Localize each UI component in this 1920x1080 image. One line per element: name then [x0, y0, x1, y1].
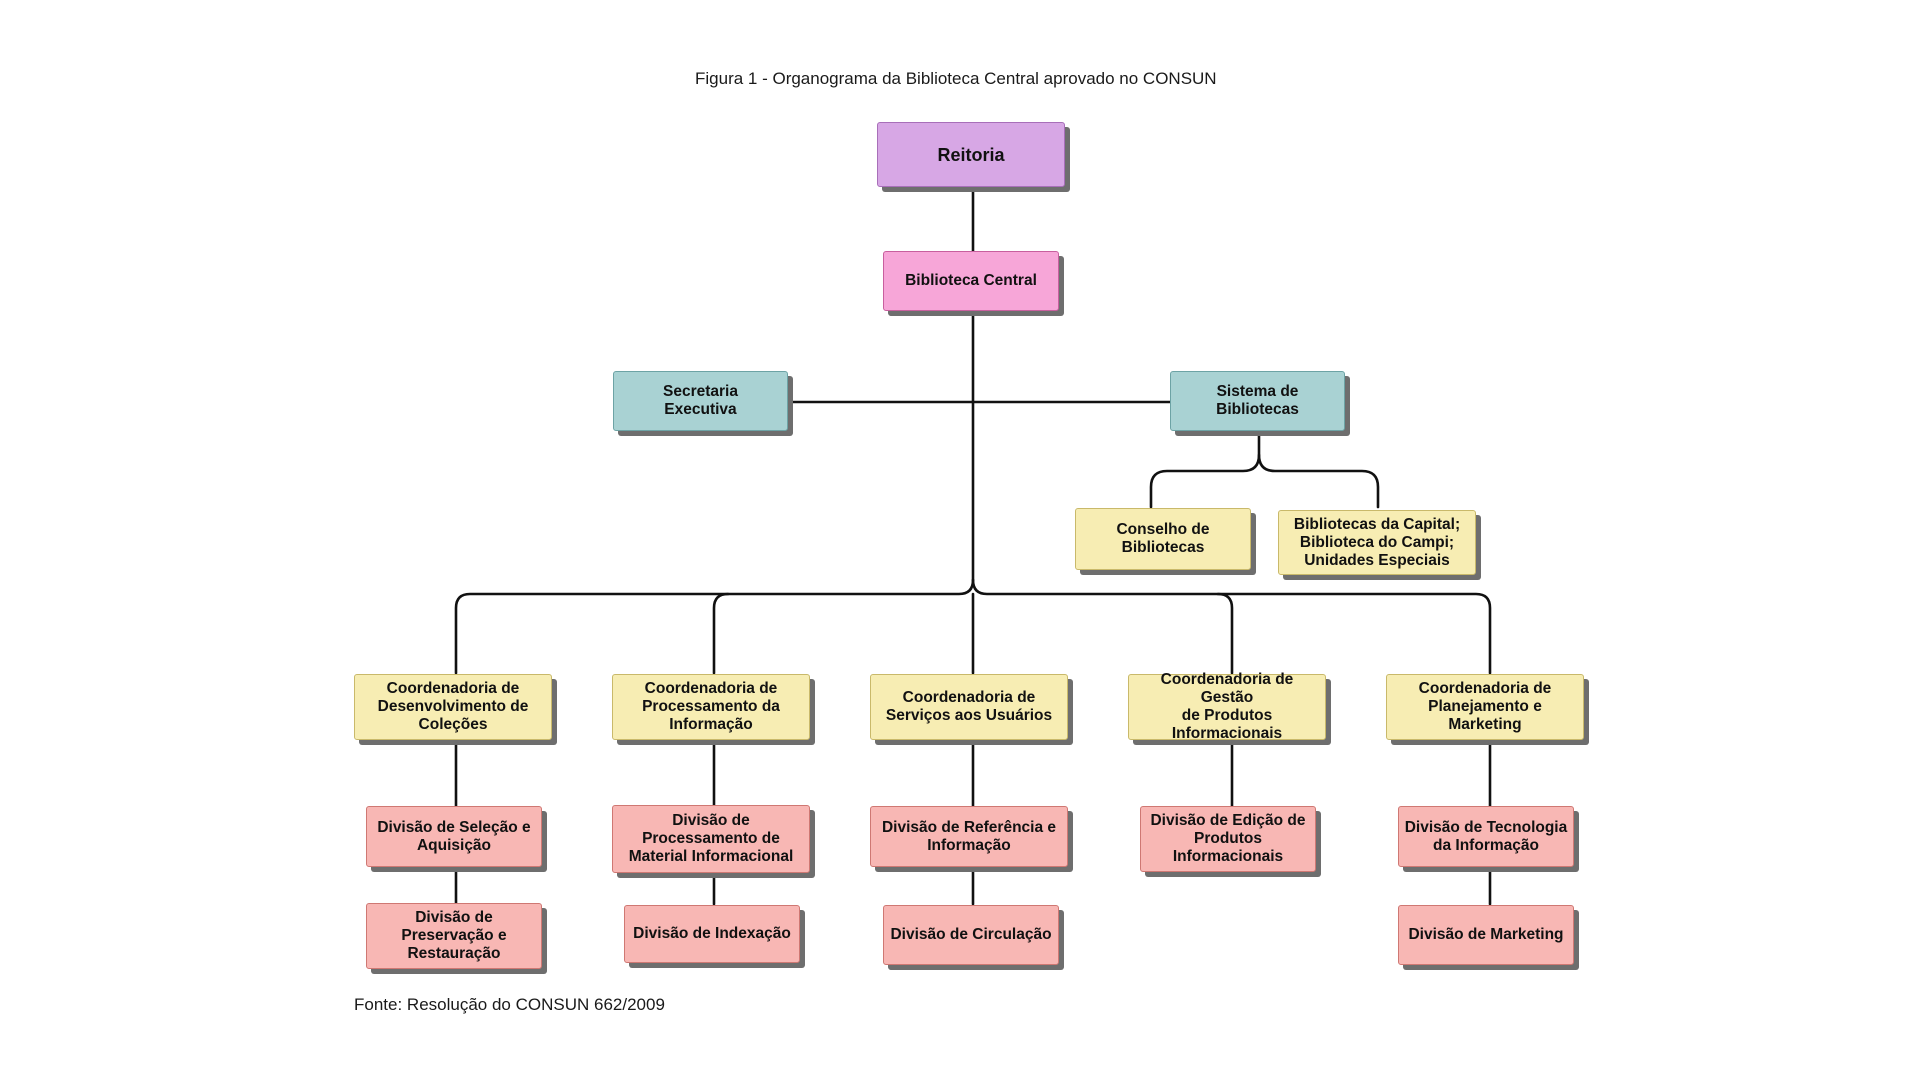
node-div-referencia: Divisão de Referência e Informação — [870, 806, 1068, 867]
node-div-tecnologia: Divisão de Tecnologia da Informação — [1398, 806, 1574, 867]
node-secretaria-executiva: Secretaria Executiva — [613, 371, 788, 431]
node-div-circulacao: Divisão de Circulação — [883, 905, 1059, 965]
edge-trunk-right — [971, 578, 1492, 675]
edge-trunk-left — [454, 578, 975, 675]
node-bibliotecas-capital: Bibliotecas da Capital; Biblioteca do Ca… — [1278, 510, 1476, 575]
node-div-marketing: Divisão de Marketing — [1398, 905, 1574, 965]
node-conselho-bibliotecas: Conselho de Bibliotecas — [1075, 508, 1251, 570]
node-div-processamento-material: Divisão de Processamento de Material Inf… — [612, 805, 810, 873]
node-coord-desenvolvimento: Coordenadoria de Desenvolvimento de Cole… — [354, 674, 552, 740]
node-coord-gestao: Coordenadoria de Gestão de Produtos Info… — [1128, 671, 1326, 742]
node-div-preservacao: Divisão de Preservação e Restauração — [366, 903, 542, 969]
edge-sistema-subunits — [1149, 428, 1261, 509]
node-coord-planejamento: Coordenadoria de Planejamento e Marketin… — [1386, 674, 1584, 740]
edge-sistema-bibliotecas-capital — [1257, 453, 1380, 509]
node-biblioteca-central: Biblioteca Central — [883, 251, 1059, 311]
node-div-indexacao: Divisão de Indexação — [624, 905, 800, 963]
node-div-selecao: Divisão de Seleção e Aquisição — [366, 806, 542, 867]
edge-trunk-processamento — [712, 592, 730, 675]
node-coord-servicos: Coordenadoria de Serviços aos Usuários — [870, 674, 1068, 740]
node-coord-processamento: Coordenadoria de Processamento da Inform… — [612, 674, 810, 740]
figure-source: Fonte: Resolução do CONSUN 662/2009 — [354, 995, 665, 1014]
figure-title: Figura 1 - Organograma da Biblioteca Cen… — [695, 69, 1217, 88]
node-sistema-bibliotecas: Sistema de Bibliotecas — [1170, 371, 1345, 431]
edge-trunk-gestao — [1216, 592, 1234, 675]
node-reitoria: Reitoria — [877, 122, 1065, 187]
node-div-edicao: Divisão de Edição de Produtos Informacio… — [1140, 806, 1316, 872]
